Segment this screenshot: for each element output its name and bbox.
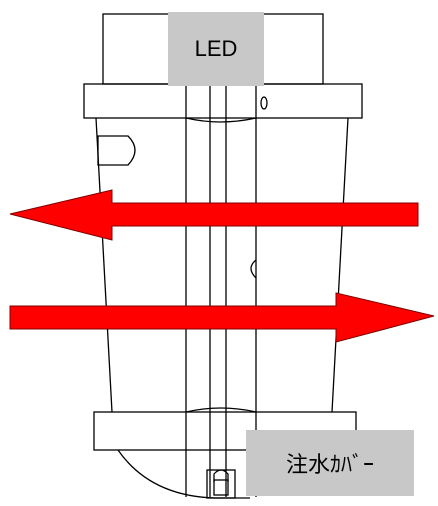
led-label: LED bbox=[168, 12, 264, 86]
column-arc-top bbox=[185, 117, 257, 123]
body-left-edge bbox=[95, 117, 113, 413]
body-right-edge bbox=[331, 117, 349, 413]
upper-band bbox=[83, 83, 363, 119]
fill-cover-label-text: 注水ｶﾊﾞｰ bbox=[285, 452, 374, 477]
left-tab bbox=[97, 135, 136, 166]
right-arrow-icon bbox=[9, 292, 435, 343]
bottom-lock-body bbox=[213, 479, 229, 496]
column-arc-bottom bbox=[185, 407, 257, 413]
led-label-text: LED bbox=[194, 36, 238, 61]
top-slot bbox=[260, 96, 268, 110]
bottom-lock-frame bbox=[206, 469, 236, 499]
bottom-lock-shackle bbox=[213, 469, 229, 482]
fill-cover-label: 注水ｶﾊﾞｰ bbox=[246, 430, 414, 496]
base-bowl bbox=[117, 449, 250, 499]
left-arrow-icon bbox=[9, 189, 419, 241]
right-notch bbox=[250, 259, 257, 279]
